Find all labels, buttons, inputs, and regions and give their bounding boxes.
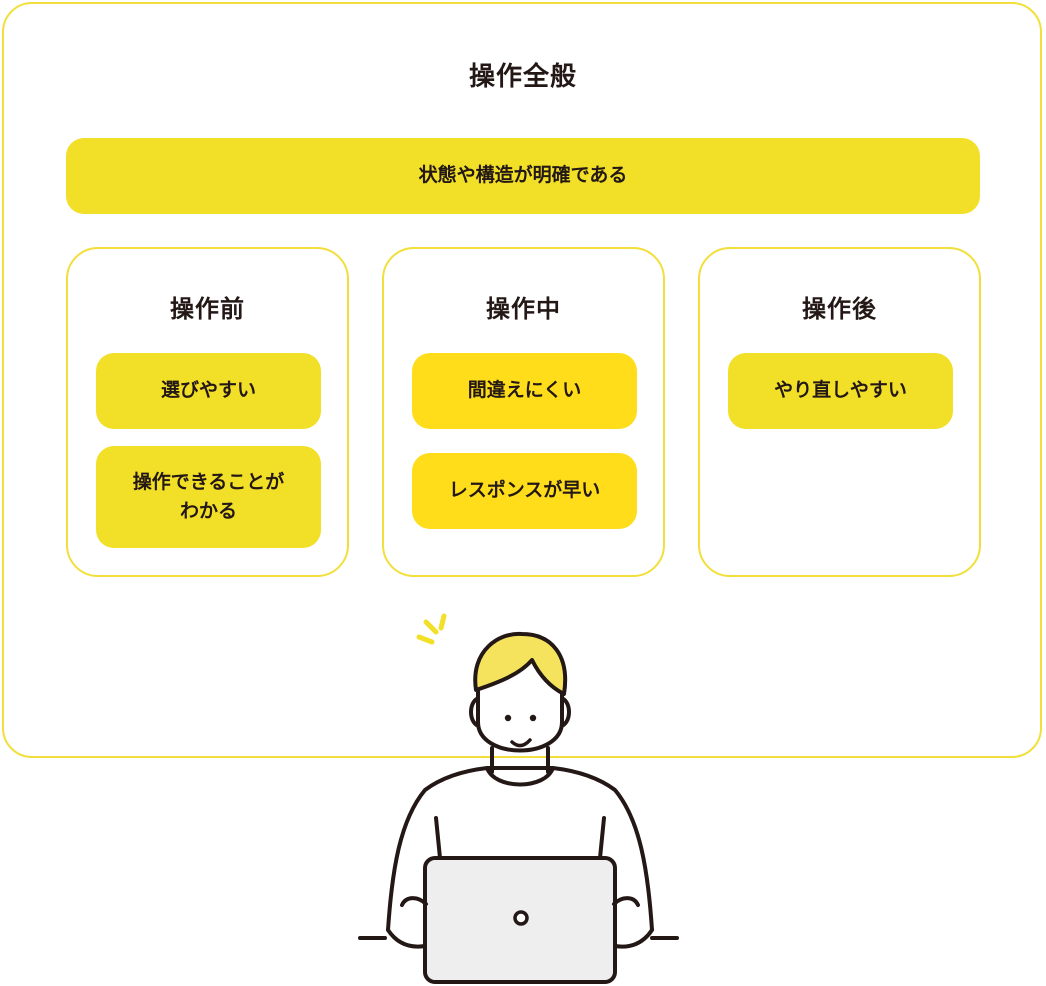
phase-item: やり直しやすい	[728, 353, 953, 429]
clarity-banner: 状態や構造が明確である	[66, 138, 980, 214]
phase-card-after: 操作後 やり直しやすい	[698, 247, 981, 577]
phase-card-during: 操作中 間違えにくい レスポンスが早い	[382, 247, 665, 577]
phase-card-before: 操作前 選びやすい 操作できることが わかる	[66, 247, 349, 577]
laptop-logo-icon	[513, 910, 529, 926]
collar-icon	[485, 767, 555, 787]
phase-title-before: 操作前	[170, 295, 245, 323]
diagram-title: 操作全般	[468, 62, 577, 92]
phase-title-after: 操作後	[802, 295, 877, 323]
phase-title-during: 操作中	[486, 295, 561, 323]
sparkle-icon	[416, 613, 447, 645]
phase-item: レスポンスが早い	[412, 453, 637, 529]
hair-icon	[473, 631, 568, 696]
phase-item: 選びやすい	[96, 353, 321, 429]
phase-item: 間違えにくい	[412, 353, 637, 429]
phase-item: 操作できることが わかる	[96, 446, 321, 548]
